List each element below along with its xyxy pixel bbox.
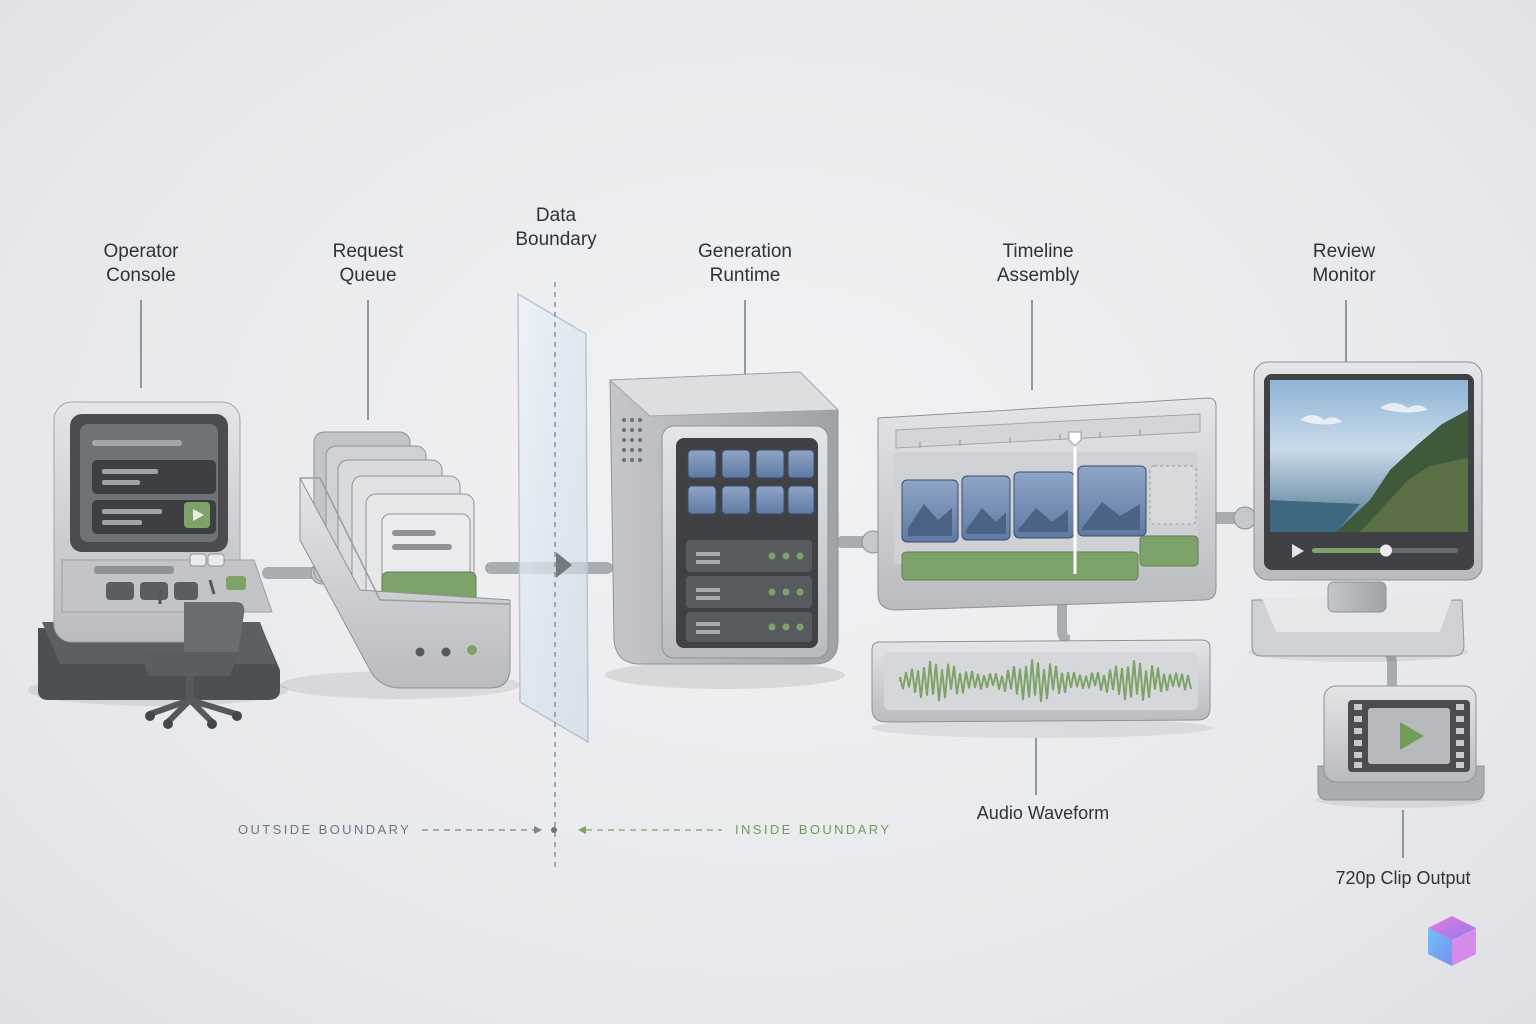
timeline-assembly-device [878, 398, 1216, 610]
generation-runtime-device [605, 372, 845, 689]
review-monitor-device [1248, 362, 1482, 662]
boundary-arrows [422, 826, 722, 834]
generation-runtime-label: Generation Runtime [645, 240, 845, 288]
data-boundary-panel [518, 282, 588, 870]
clip-output-device [1316, 686, 1484, 808]
data-boundary-label: Data Boundary [456, 204, 656, 252]
outside-boundary-label: OUTSIDE BOUNDARY [238, 822, 411, 837]
audio-waveform-label: Audio Waveform [943, 801, 1143, 825]
operator-console-label: Operator Console [41, 240, 241, 288]
clip-output-label: 720p Clip Output [1303, 866, 1503, 890]
cube-logo-icon [1428, 916, 1476, 966]
timeline-assembly-label: Timeline Assembly [938, 240, 1138, 288]
request-queue-label: Request Queue [268, 240, 468, 288]
inside-boundary-label: INSIDE BOUNDARY [735, 822, 891, 837]
audio-waveform-device [872, 640, 1212, 738]
review-monitor-label: Review Monitor [1244, 240, 1444, 288]
request-queue-device [280, 432, 520, 699]
